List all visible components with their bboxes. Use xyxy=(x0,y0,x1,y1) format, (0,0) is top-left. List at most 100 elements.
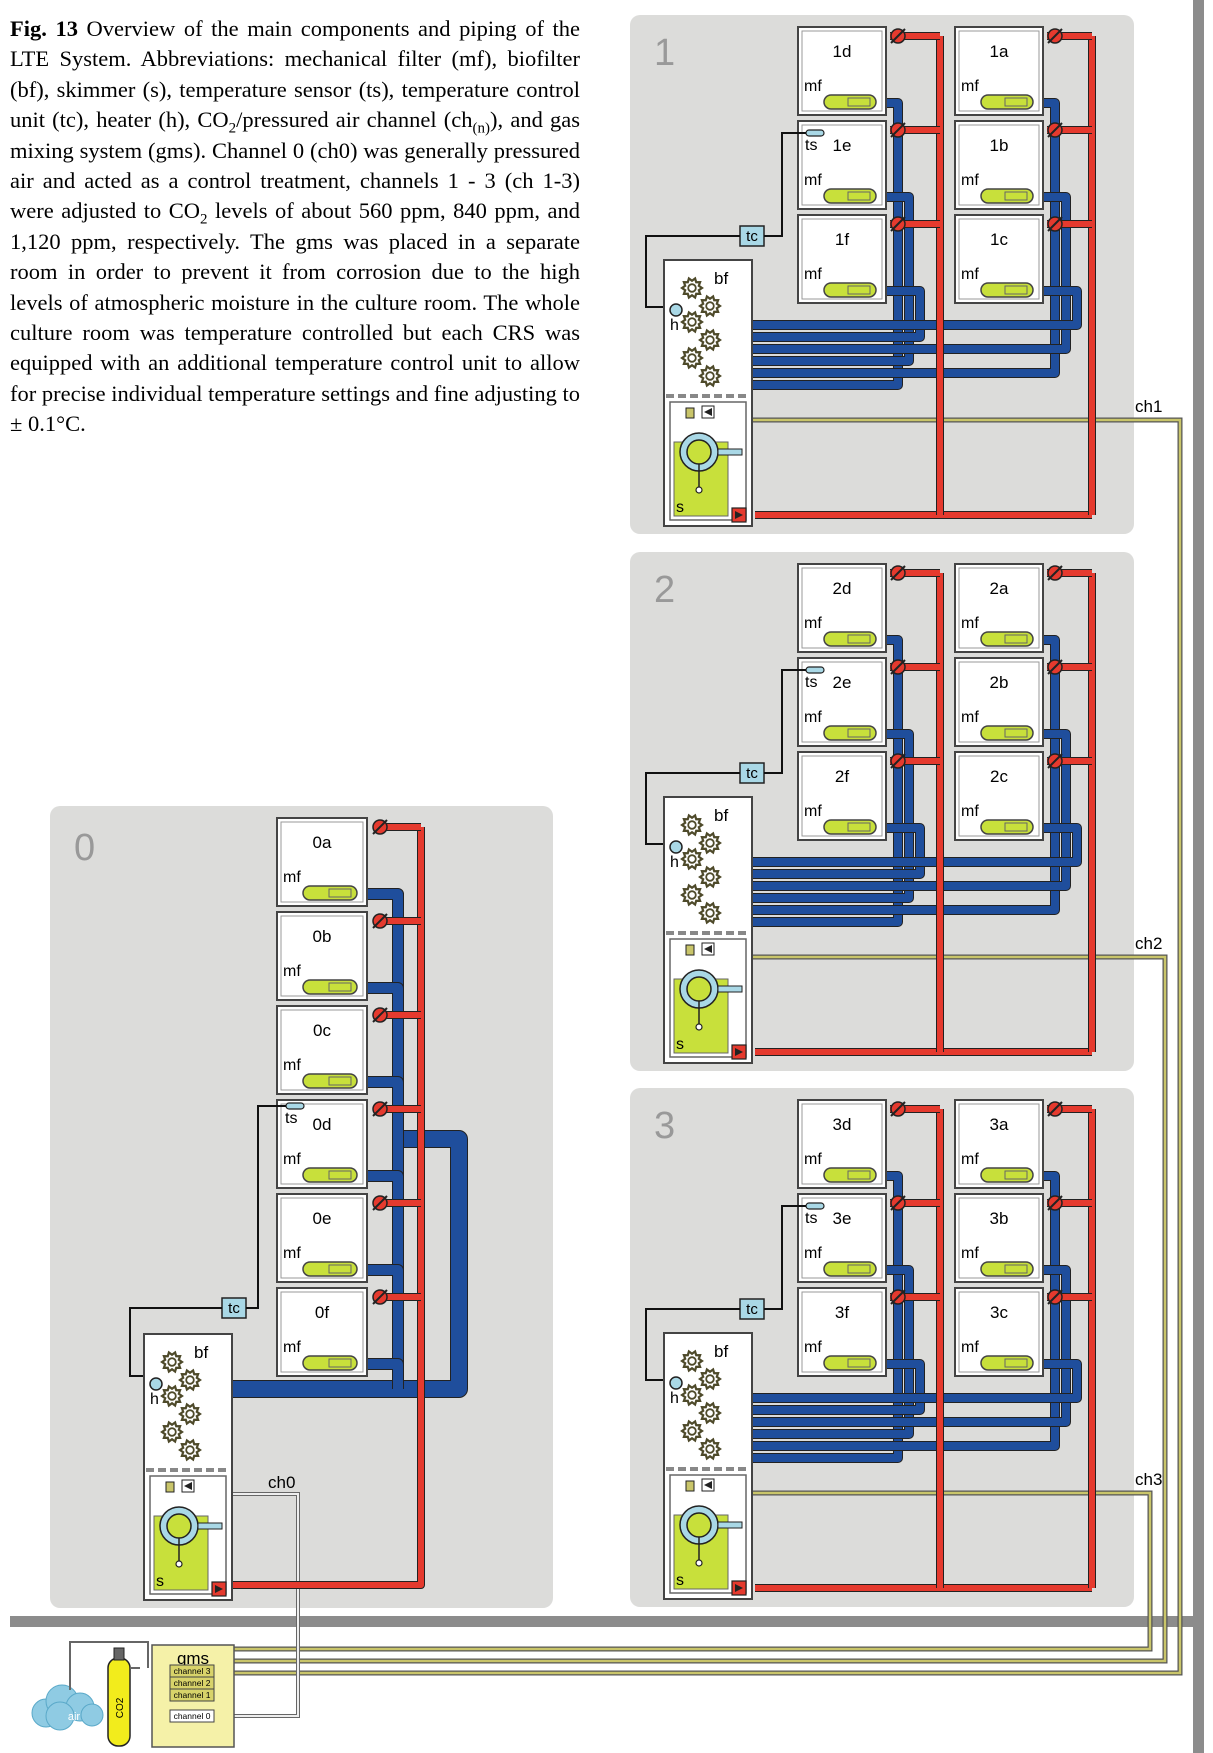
gear-hub xyxy=(185,1409,195,1419)
mf-label: mf xyxy=(961,1151,979,1168)
tank-label: 2b xyxy=(990,673,1009,692)
cloud-puff xyxy=(80,1703,104,1727)
tank-label: 3b xyxy=(990,1209,1009,1228)
valve-icon xyxy=(890,1289,906,1305)
caption-sub: 2 xyxy=(228,120,237,137)
tc-label: tc xyxy=(746,1301,758,1318)
wall-horizontal xyxy=(10,1616,1204,1627)
check-valve-icon xyxy=(704,408,712,416)
tank-label: 1c xyxy=(990,230,1008,249)
tank-label: 2c xyxy=(990,767,1008,786)
mf-label: mf xyxy=(283,1057,301,1074)
tank-label: 3a xyxy=(990,1115,1009,1134)
tank-inner xyxy=(801,661,883,743)
check-valve-icon xyxy=(704,1481,712,1489)
mechanical-filter xyxy=(980,725,1034,741)
skimmer-core xyxy=(686,1512,712,1538)
return-pipes xyxy=(224,98,1082,1463)
valve-stem xyxy=(1047,659,1063,675)
tank-inner xyxy=(958,124,1040,206)
valve-icon xyxy=(1047,565,1063,581)
valve-stem xyxy=(890,216,906,232)
mechanical-filter xyxy=(823,1355,877,1371)
gear-hub xyxy=(687,317,697,327)
tank-label: 0c xyxy=(313,1021,331,1040)
gms-channel-label: channel 1 xyxy=(174,1690,211,1700)
mf-label: mf xyxy=(804,1339,822,1356)
filter-mesh xyxy=(847,191,871,201)
tank-inner xyxy=(801,124,883,206)
cloud-icon xyxy=(31,1684,104,1731)
valve-stem xyxy=(372,913,388,929)
mf-label: mf xyxy=(961,266,979,283)
mechanical-filter xyxy=(823,1261,877,1277)
tank-inner xyxy=(958,1291,1040,1373)
heater xyxy=(669,840,683,854)
tc-label: tc xyxy=(746,765,758,782)
mechanical-filter xyxy=(823,1167,877,1183)
gear-hub xyxy=(687,353,697,363)
gear-icon xyxy=(680,1419,704,1443)
air-valve xyxy=(165,1481,175,1493)
caption-text: /pressured air channel (ch xyxy=(236,107,473,133)
mf-label: mf xyxy=(961,172,979,189)
valve-stem xyxy=(1047,28,1063,44)
mf-label: mf xyxy=(804,615,822,632)
mechanical-filter xyxy=(823,188,877,204)
filter-mesh xyxy=(847,634,871,644)
return-pipe xyxy=(742,730,913,902)
gear-hub xyxy=(687,283,697,293)
temperature-control-unit: tc xyxy=(221,1297,247,1319)
filter-mesh xyxy=(1004,1264,1028,1274)
tank: 1c mf xyxy=(954,214,1044,304)
mf-label: mf xyxy=(283,1151,301,1168)
h-label: h xyxy=(670,854,679,871)
tank-inner xyxy=(280,1197,364,1279)
figure-caption: Fig. 13 Overview of the main components … xyxy=(10,14,580,440)
gear-hub xyxy=(705,838,715,848)
check-valve-icon xyxy=(704,945,712,953)
s-label: s xyxy=(156,1573,164,1590)
air-valve xyxy=(685,1480,695,1492)
filter-mesh xyxy=(847,1358,871,1368)
valve-stem xyxy=(1047,122,1063,138)
skimmer-foot xyxy=(695,486,703,494)
mechanical-filter xyxy=(980,819,1034,835)
gear-icon xyxy=(178,1402,202,1426)
s-label: s xyxy=(676,1572,684,1589)
channel-label: ch3 xyxy=(1135,1470,1162,1489)
return-pipe xyxy=(742,99,1059,377)
mechanical-filter xyxy=(302,885,358,901)
filter-mesh xyxy=(847,728,871,738)
valve-icon xyxy=(1047,659,1063,675)
room-walls xyxy=(10,0,1204,1753)
return-pipe xyxy=(742,193,1070,353)
return-pipe xyxy=(742,730,1070,890)
gear-hub xyxy=(687,820,697,830)
mechanical-filter xyxy=(823,725,877,741)
bf-label: bf xyxy=(194,1343,208,1362)
tank-inner xyxy=(801,755,883,837)
caption-text: levels of about 560 ppm, 840 ppm, and 1,… xyxy=(10,198,580,437)
heater-wire xyxy=(645,235,740,308)
gear-icon xyxy=(680,1349,704,1373)
valve-stem xyxy=(1047,216,1063,232)
sensor-probe xyxy=(805,1202,825,1210)
gear-hub xyxy=(705,1374,715,1384)
ts-label: ts xyxy=(805,1210,817,1227)
valve-icon xyxy=(890,216,906,232)
mf-label: mf xyxy=(283,963,301,980)
ts-label: ts xyxy=(285,1110,297,1127)
valve-stem xyxy=(1047,753,1063,769)
mf-label: mf xyxy=(961,803,979,820)
sensor-probe xyxy=(805,129,825,137)
gear-icon xyxy=(680,346,704,370)
mechanical-filter xyxy=(823,819,877,835)
heater xyxy=(669,1376,683,1390)
